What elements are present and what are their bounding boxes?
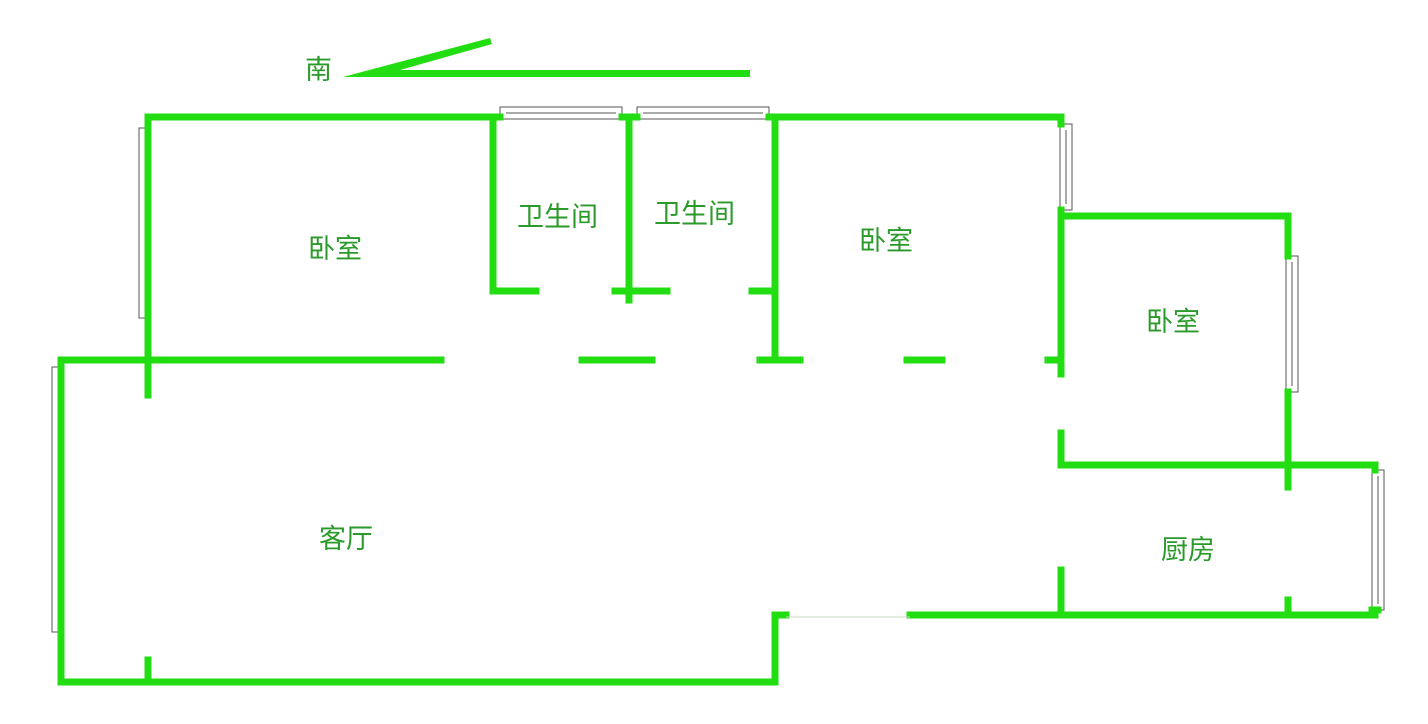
room-bedroom-left: 卧室 (308, 234, 362, 265)
room-bedroom-right: 卧室 (1146, 307, 1200, 338)
room-kitchen: 厨房 (1161, 535, 1215, 566)
compass-label: 南 (305, 55, 332, 86)
room-bathroom-2: 卫生间 (654, 199, 735, 230)
room-living-room: 客厅 (319, 524, 373, 555)
walls (57, 113, 1382, 686)
compass-arrow (343, 38, 750, 77)
room-bedroom-middle: 卧室 (859, 226, 913, 257)
room-bathroom-1: 卫生间 (517, 202, 598, 233)
